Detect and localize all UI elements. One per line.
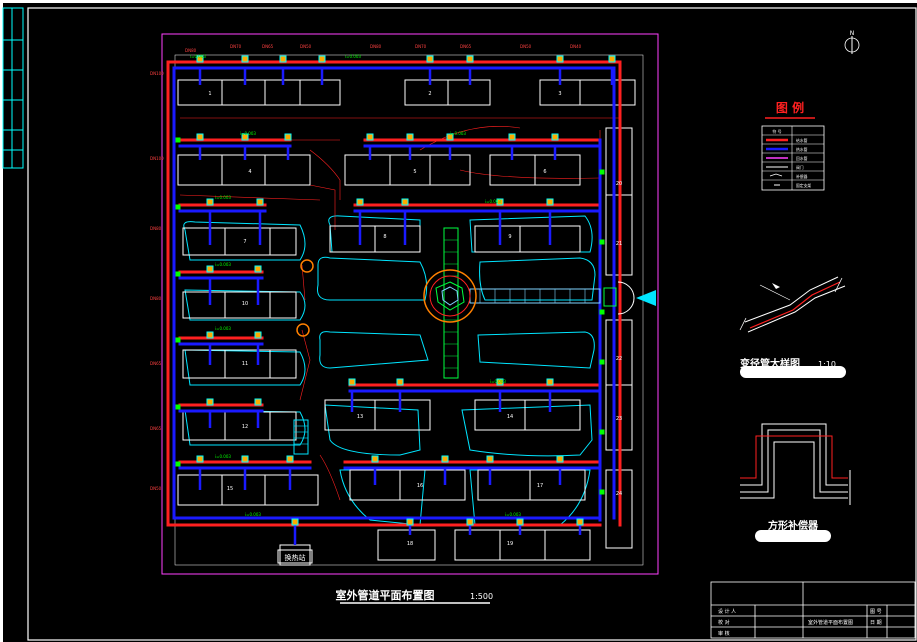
svg-text:室外管道平面布置图: 室外管道平面布置图 [808, 619, 853, 626]
svg-text:N: N [850, 30, 855, 37]
svg-text:14: 14 [507, 414, 513, 420]
svg-text:24: 24 [616, 491, 622, 497]
legend: 图 例 符 号 给水管 热水管 回水管 阀门 补偿器 固定支架 [761, 100, 825, 191]
svg-text:13: 13 [357, 414, 363, 420]
svg-text:热水管: 热水管 [796, 147, 808, 152]
svg-text:i=0.003: i=0.003 [245, 512, 261, 517]
detail1-title: 变径管大样图 [740, 357, 800, 370]
white-margin-left [0, 0, 3, 642]
svg-text:DN70: DN70 [230, 44, 242, 49]
svg-text:i=0.003: i=0.003 [190, 54, 206, 59]
svg-text:设 计 人: 设 计 人 [718, 608, 736, 615]
svg-text:22: 22 [616, 356, 622, 362]
pipe-branches [198, 68, 614, 545]
svg-text:i=0.003: i=0.003 [215, 262, 231, 267]
station-box [277, 549, 313, 564]
title-block-text: 设 计 人 校 对 审 核 室外管道平面布置图 图 号 日 期 [718, 608, 882, 637]
svg-text:7: 7 [243, 239, 246, 245]
svg-text:阀门: 阀门 [796, 165, 804, 170]
reducer-detail [739, 276, 846, 333]
svg-text:DN65: DN65 [150, 426, 162, 431]
svg-text:i=0.003: i=0.003 [215, 326, 231, 331]
detail1-title-bar [740, 366, 846, 378]
svg-text:DN80: DN80 [150, 226, 162, 231]
svg-text:DN65: DN65 [262, 44, 274, 49]
svg-text:4: 4 [248, 169, 251, 175]
site-boundary [161, 33, 659, 575]
svg-text:i=0.003: i=0.003 [345, 54, 361, 59]
svg-text:10: 10 [242, 301, 248, 307]
main-scale: 1:500 [470, 592, 493, 601]
svg-text:23: 23 [616, 416, 622, 422]
svg-text:19: 19 [507, 541, 513, 547]
svg-text:3: 3 [558, 91, 561, 97]
slope-notes: i=0.003 i=0.003 i=0.003 i=0.003 i=0.003 … [190, 54, 521, 517]
svg-text:DN65: DN65 [150, 361, 162, 366]
building-numbers: 1 2 3 4 5 6 7 8 9 10 11 12 13 14 15 16 1… [208, 91, 622, 547]
svg-text:DN100: DN100 [150, 156, 164, 161]
white-margin-top [0, 0, 917, 3]
svg-text:16: 16 [417, 483, 423, 489]
svg-text:DN80: DN80 [185, 48, 197, 53]
detail2-title: 方形补偿器 [768, 519, 819, 532]
svg-text:DN65: DN65 [460, 44, 472, 49]
svg-text:DN50: DN50 [150, 486, 162, 491]
svg-text:i=0.003: i=0.003 [215, 454, 231, 459]
svg-text:1: 1 [208, 91, 211, 97]
svg-text:审 核: 审 核 [718, 630, 730, 637]
svg-text:图 号: 图 号 [870, 609, 882, 615]
svg-text:DN80: DN80 [150, 296, 162, 301]
compensator-detail [740, 423, 851, 505]
svg-text:日 期: 日 期 [870, 620, 882, 626]
svg-text:8: 8 [383, 234, 386, 240]
svg-text:i=0.003: i=0.003 [490, 379, 506, 384]
svg-text:校 对: 校 对 [718, 619, 730, 626]
svg-text:DN70: DN70 [415, 44, 427, 49]
svg-text:回水管: 回水管 [796, 156, 808, 161]
sheet-border [27, 7, 917, 641]
north-arrow-icon: N [844, 30, 860, 54]
svg-text:i=0.003: i=0.003 [485, 199, 501, 204]
svg-text:9: 9 [508, 234, 511, 240]
svg-text:15: 15 [227, 486, 233, 492]
svg-text:12: 12 [242, 424, 248, 430]
title-block [710, 581, 916, 639]
red-road-lines [179, 117, 620, 501]
central-walkway [293, 227, 656, 455]
svg-text:i=0.003: i=0.003 [505, 512, 521, 517]
left-binding-frame [2, 7, 24, 169]
svg-text:i=0.003: i=0.003 [240, 131, 256, 136]
svg-text:11: 11 [242, 361, 248, 367]
detail1-scale: 1:10 [818, 360, 836, 369]
svg-text:17: 17 [537, 483, 543, 489]
svg-text:DN50: DN50 [300, 44, 312, 49]
svg-text:DN40: DN40 [570, 44, 582, 49]
svg-text:i=0.003: i=0.003 [215, 195, 231, 200]
svg-text:21: 21 [616, 241, 622, 247]
svg-text:i=0.003: i=0.003 [450, 131, 466, 136]
svg-text:固定支架: 固定支架 [796, 183, 811, 188]
station-label: 换热站 [285, 553, 306, 562]
svg-text:20: 20 [616, 181, 622, 187]
svg-text:DN50: DN50 [520, 44, 532, 49]
svg-text:DN80: DN80 [370, 44, 382, 49]
main-title: 室外管道平面布置图 [336, 588, 435, 602]
return-pipes [172, 66, 616, 522]
svg-text:2: 2 [428, 91, 431, 97]
svg-text:18: 18 [407, 541, 413, 547]
svg-text:补偿器: 补偿器 [796, 174, 808, 179]
legend-title: 图 例 [776, 100, 804, 115]
detail2-title-bar [755, 530, 831, 542]
svg-text:DN100: DN100 [150, 71, 164, 76]
svg-text:6: 6 [543, 169, 546, 175]
buildings [177, 79, 636, 566]
svg-text:5: 5 [413, 169, 416, 175]
valve-markers [175, 55, 616, 526]
svg-text:给水管: 给水管 [796, 138, 808, 143]
svg-text:符 号: 符 号 [772, 128, 781, 134]
